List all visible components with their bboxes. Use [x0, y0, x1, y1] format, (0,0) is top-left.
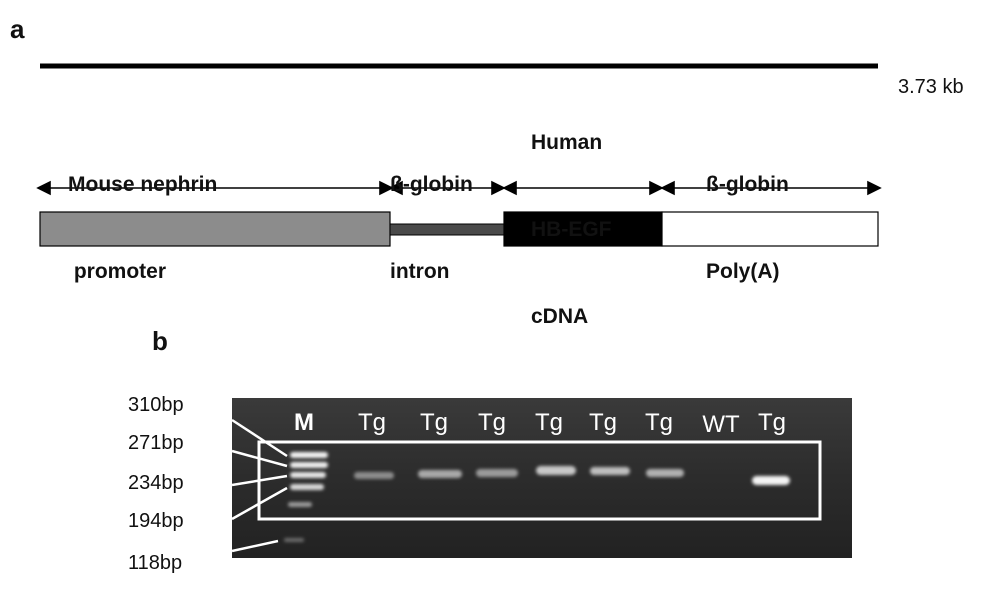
- ladder-band: [284, 538, 304, 542]
- segment-label-line: promoter: [68, 260, 167, 283]
- lane-label: Tg: [358, 409, 386, 436]
- gel-background: [232, 398, 852, 558]
- marker-size-label: 271bp: [128, 432, 184, 454]
- sample-band: [536, 466, 576, 475]
- segment-label-cdna: Human HB-EGF cDNA: [531, 70, 612, 360]
- panel-b-letter: b: [152, 326, 168, 356]
- sample-band: [590, 467, 630, 475]
- marker-size-label: 194bp: [128, 510, 184, 532]
- arrow-cdna: [502, 180, 664, 196]
- ladder-band: [290, 472, 326, 478]
- segment-label-intron: ß-globin intron: [390, 112, 473, 315]
- marker-size-label: 118bp: [128, 552, 183, 574]
- gel-image: M Tg Tg Tg Tg Tg Tg WT Tg: [231, 398, 852, 558]
- sample-band: [752, 476, 790, 485]
- polya-bar: [661, 211, 879, 247]
- promoter-bar: [39, 211, 391, 247]
- total-size-label: 3.73 kb: [898, 76, 964, 98]
- sample-bands: [354, 466, 790, 485]
- lane-label: Tg: [645, 409, 673, 436]
- lane-label: Tg: [420, 409, 448, 436]
- segment-label-line: cDNA: [531, 305, 589, 328]
- sample-band: [646, 469, 684, 477]
- ladder-band: [290, 452, 328, 458]
- sample-band: [418, 470, 462, 478]
- ladder-band: [290, 462, 328, 468]
- band-highlight-box: [257, 440, 822, 521]
- lane-label: Tg: [758, 409, 786, 436]
- marker-size-label: 310bp: [128, 394, 184, 416]
- segment-label-line: ß-globin: [706, 173, 789, 196]
- panel-a-letter: a: [10, 14, 25, 44]
- marker-size-label: 234bp: [128, 472, 184, 494]
- lane-label: Tg: [478, 409, 506, 436]
- segment-label-promoter: Mouse nephrin promoter: [68, 112, 217, 315]
- segment-label-line: ß-globin: [390, 173, 473, 196]
- ladder-band: [288, 502, 312, 507]
- segment-label-line: HB-EGF: [531, 218, 612, 241]
- sample-band: [354, 472, 394, 479]
- arrow-intron: [388, 180, 506, 196]
- segment-label-polya: ß-globin Poly(A): [706, 112, 789, 315]
- marker-ladder: [284, 452, 328, 542]
- lane-label: Tg: [535, 409, 563, 436]
- segment-label-line: Poly(A): [706, 260, 780, 283]
- segment-label-line: Mouse nephrin: [68, 173, 218, 196]
- arrow-polya: [660, 180, 882, 196]
- cdna-bar: [503, 211, 663, 247]
- sample-band: [476, 469, 518, 477]
- leader-line: [231, 418, 288, 458]
- lane-label: M: [294, 409, 314, 436]
- leader-line: [231, 539, 279, 553]
- construct-diagram: [36, 63, 882, 247]
- lane-label: WT: [702, 411, 740, 438]
- lane-label: Tg: [589, 409, 617, 436]
- ladder-band: [290, 484, 324, 490]
- segment-label-line: Human: [531, 131, 603, 154]
- lane-labels: M Tg Tg Tg Tg Tg Tg WT Tg: [294, 409, 786, 438]
- segment-label-line: intron: [390, 260, 450, 283]
- segment-arrows: [36, 180, 882, 196]
- arrow-promoter: [36, 180, 394, 196]
